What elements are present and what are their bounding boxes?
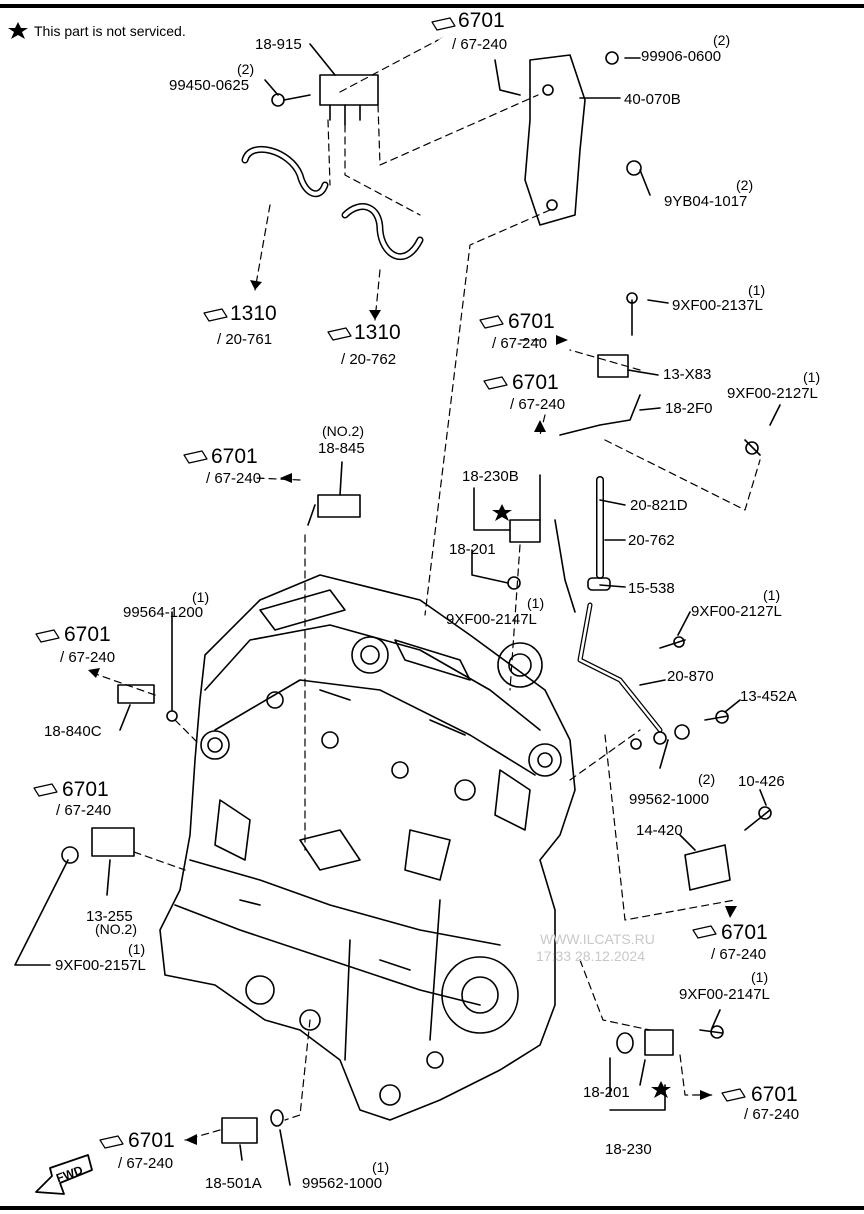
ref-sub[interactable]: / 67-240 [492, 335, 548, 352]
ref-sub[interactable]: / 67-240 [744, 1106, 800, 1123]
part-label[interactable]: 18-230B [462, 468, 519, 485]
engine-block [159, 574, 576, 1121]
part-qty: (2) [736, 177, 754, 193]
part-label[interactable]: 9XF00-2157L [55, 957, 146, 974]
ref-code[interactable]: 6701 [62, 778, 109, 801]
part-label[interactable]: 99906-0600 [641, 48, 722, 65]
part-label[interactable]: 13-452A [740, 688, 797, 705]
ref-code[interactable]: 6701 [211, 445, 258, 468]
ref-code[interactable]: 6701 [64, 623, 111, 646]
part-qty: (1) [128, 941, 146, 957]
note-text: This part is not serviced. [34, 23, 186, 39]
ref-code[interactable]: 6701 [458, 9, 505, 32]
part-qty: (2) [713, 32, 731, 48]
ref-sub[interactable]: / 67-240 [510, 396, 566, 413]
bottom-border [0, 1206, 864, 1210]
ref-sub[interactable]: / 20-762 [341, 351, 397, 368]
ref-sub[interactable]: / 20-761 [217, 331, 273, 348]
ref-sub[interactable]: / 67-240 [206, 470, 262, 487]
part-label[interactable]: 99564-1200 [123, 604, 204, 621]
part-label[interactable]: 18-501A [205, 1175, 262, 1192]
top-border [0, 4, 864, 8]
part-label[interactable]: 20-870 [667, 668, 714, 685]
not-serviced-star-icon [8, 22, 28, 39]
ref-sub[interactable]: / 67-240 [56, 802, 112, 819]
part-label[interactable]: 13-255 [86, 908, 133, 925]
part-label[interactable]: 13-X83 [663, 366, 712, 383]
part-qty: (NO.2) [95, 921, 137, 937]
part-qty: (NO.2) [322, 423, 364, 439]
part-label[interactable]: 9XF00-2127L [691, 603, 782, 620]
part-qty: (1) [372, 1159, 390, 1175]
part-label[interactable]: 9XF00-2137L [672, 297, 763, 314]
part-qty: (1) [748, 282, 766, 298]
part-qty: (2) [237, 61, 255, 77]
watermark-line1: WWW.ILCATS.RU [540, 931, 655, 947]
ref-sub[interactable]: / 67-240 [452, 36, 508, 53]
ref-code[interactable]: 6701 [721, 921, 768, 944]
ref-code[interactable]: 6701 [512, 371, 559, 394]
part-label[interactable]: 18-915 [255, 36, 302, 53]
part-label[interactable]: 10-426 [738, 773, 785, 790]
part-qty: (1) [527, 595, 545, 611]
ref-code[interactable]: 6701 [508, 310, 555, 333]
ref-sub[interactable]: / 67-240 [711, 946, 767, 963]
ref-sub[interactable]: / 67-240 [60, 649, 116, 666]
part-label[interactable]: 18-201 [449, 541, 496, 558]
part-label[interactable]: 9XF00-2147L [446, 611, 537, 628]
part-label[interactable]: 9YB04-1017 [664, 193, 748, 210]
part-label[interactable]: 18-230 [605, 1141, 652, 1158]
part-label[interactable]: 18-201 [583, 1084, 630, 1101]
part-label[interactable]: 9XF00-2147L [679, 986, 770, 1003]
ref-code[interactable]: 1310 [354, 321, 401, 344]
part-label[interactable]: 18-845 [318, 440, 365, 457]
star-icon [492, 504, 671, 1098]
part-label[interactable]: 20-762 [628, 532, 675, 549]
part-qty: (1) [751, 969, 769, 985]
part-qty: (1) [192, 589, 210, 605]
part-qty: (2) [698, 771, 716, 787]
part-label[interactable]: 99562-1000 [629, 791, 710, 808]
watermark-line2: 17:33 28.12.2024 [536, 948, 645, 964]
part-label[interactable]: 18-2F0 [665, 400, 713, 417]
part-label[interactable]: 99450-0625 [169, 77, 250, 94]
part-label[interactable]: 40-070B [624, 91, 681, 108]
part-qty: (1) [763, 587, 781, 603]
part-label[interactable]: 18-840C [44, 723, 102, 740]
ref-code[interactable]: 6701 [751, 1083, 798, 1106]
ref-code[interactable]: 6701 [128, 1129, 175, 1152]
part-qty: (1) [803, 369, 821, 385]
ref-sub[interactable]: / 67-240 [118, 1155, 174, 1172]
part-label[interactable]: 99562-1000 [302, 1175, 383, 1192]
ref-code[interactable]: 1310 [230, 302, 277, 325]
part-label[interactable]: 9XF00-2127L [727, 385, 818, 402]
part-label[interactable]: 14-420 [636, 822, 683, 839]
part-label[interactable]: 15-538 [628, 580, 675, 597]
part-label[interactable]: 20-821D [630, 497, 688, 514]
